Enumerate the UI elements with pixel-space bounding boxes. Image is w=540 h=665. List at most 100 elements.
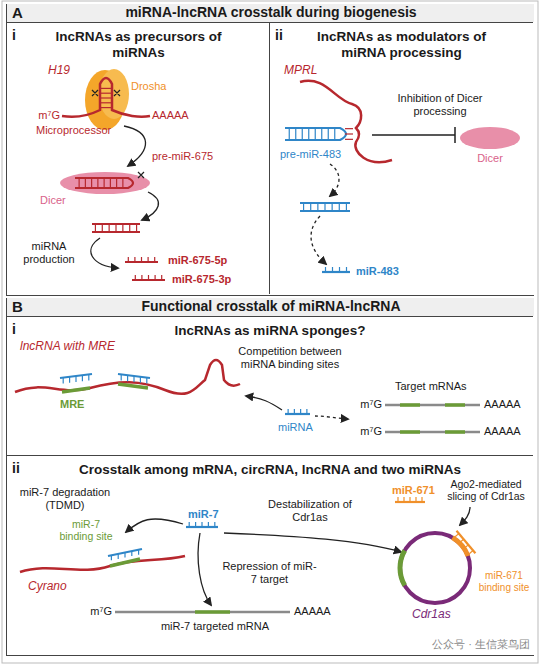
base-pair-ticks [100,97,112,98]
base-pair-ticks [115,224,116,232]
base-pair-ticks [109,224,110,232]
base-pair-ticks [148,257,149,262]
annotation-label: Destabilization of Cdr1as [255,498,365,523]
annotation-label: m⁷G [32,109,60,122]
destabilization-arrow [224,533,401,552]
mir7-site [400,551,405,586]
process-arrow [124,126,146,166]
repression-arrow [198,533,211,605]
base-pair-ticks [295,128,296,140]
annotation-label: Drosha [131,80,181,93]
base-pair-ticks [100,102,112,103]
base-pair-ticks [100,88,112,89]
base-pair-ticks [346,267,347,272]
base-pair-ticks [310,203,311,211]
mir7-site [110,559,140,566]
panel-letter: i [12,321,16,337]
base-pair-ticks [214,522,215,527]
base-pair-ticks [289,128,290,140]
base-pair-ticks [134,257,135,262]
base-pair-ticks [294,409,295,414]
panel-letter: i [12,27,16,43]
base-pair-ticks [100,107,112,108]
base-pair-ticks [127,375,128,381]
panel-heading: lncRNAs as modulators of miRNA processin… [309,29,494,60]
crosstalk-illustration [20,502,475,612]
panel-letter: ii [275,27,283,43]
base-pair-ticks [346,203,347,211]
scissors [92,90,120,96]
annotation-label: Repression of miR-7 target [222,560,317,585]
base-pair-ticks [100,93,112,94]
bound-mir671 [457,531,476,554]
process-arrow [91,238,118,268]
base-pair-ticks [111,555,112,560]
annotation-label: miR-7 targeted mRNA [140,620,290,633]
annotation-label: Dicer [40,194,80,207]
base-pair-ticks [403,497,404,502]
base-pair-ticks [345,128,353,129]
process-arrow [330,164,339,196]
annotation-label: m⁷G [354,425,382,438]
annotation-label: lncRNA with MRE [20,340,130,354]
cyrano-rna [20,556,185,572]
base-pair-ticks [321,128,322,140]
base-pair-ticks [97,178,98,188]
base-pair-ticks [325,267,326,272]
base-pair-ticks [138,550,139,555]
panel-heading: Functional crosstalk of miRNA-lncRNA [61,298,481,314]
base-pair-ticks [128,257,129,262]
annotation-label: miR-7 binding site [55,518,117,542]
annotation-label: miR-671 binding site [476,570,532,593]
base-pair-ticks [116,178,117,188]
base-pair-ticks [415,497,416,502]
bound-mirna [60,374,150,378]
base-pair-ticks [345,133,353,134]
base-pair-ticks [131,551,132,556]
base-pair-ticks [141,257,142,262]
base-pair-ticks [102,224,103,232]
annotation-label: miRNA [278,421,323,434]
base-pair-ticks [154,257,155,262]
annotation-label: MRE [60,398,100,411]
base-pair-ticks [302,128,303,140]
annotation-label: AAAAA [294,605,339,618]
base-pair-ticks [201,522,202,527]
annotation-label: H19 [48,64,78,78]
watermark: 公众号 · 生信菜鸟团 [380,638,530,651]
base-pair-ticks [118,554,119,559]
base-pair-ticks [95,224,96,232]
base-pair-ticks [135,275,136,280]
annotation-label: Dicer [470,152,510,165]
base-pair-ticks [91,178,92,188]
mre-site [62,384,148,392]
base-pair-ticks [332,267,333,272]
mirna [285,413,310,415]
dicer-blob [60,172,150,194]
cdr1as-circle [400,533,470,603]
base-pair-ticks [332,203,333,211]
annotation-label: miR-7 degradation (TDMD) [15,486,115,511]
annotation-label: Cyrano [28,580,88,594]
panel-heading: miRNA-lncRNA crosstalk during biogenesis [61,4,481,20]
dicer-blob [460,127,520,149]
panel-heading: lncRNAs as precursors of miRNAs [54,29,224,60]
mature-mirna [322,271,350,273]
mature-mirna [125,262,165,280]
base-pair-ticks [469,550,473,553]
base-pair-ticks [124,553,125,558]
precursor-illustration [60,69,165,280]
pre-mirna-hairpin [75,178,133,188]
base-pair-ticks [146,378,147,384]
process-arrow [311,216,326,264]
base-pair-ticks [189,522,190,527]
annotation-label: pre-miR-483 [280,148,350,161]
panel-letter: B [12,298,23,315]
base-pair-ticks [303,203,304,211]
base-pair-ticks [288,409,289,414]
annotation-label: Ago2-mediated slicing of Cdr1as [440,478,532,502]
binding-arrow [246,396,282,410]
base-pair-ticks [121,374,122,380]
